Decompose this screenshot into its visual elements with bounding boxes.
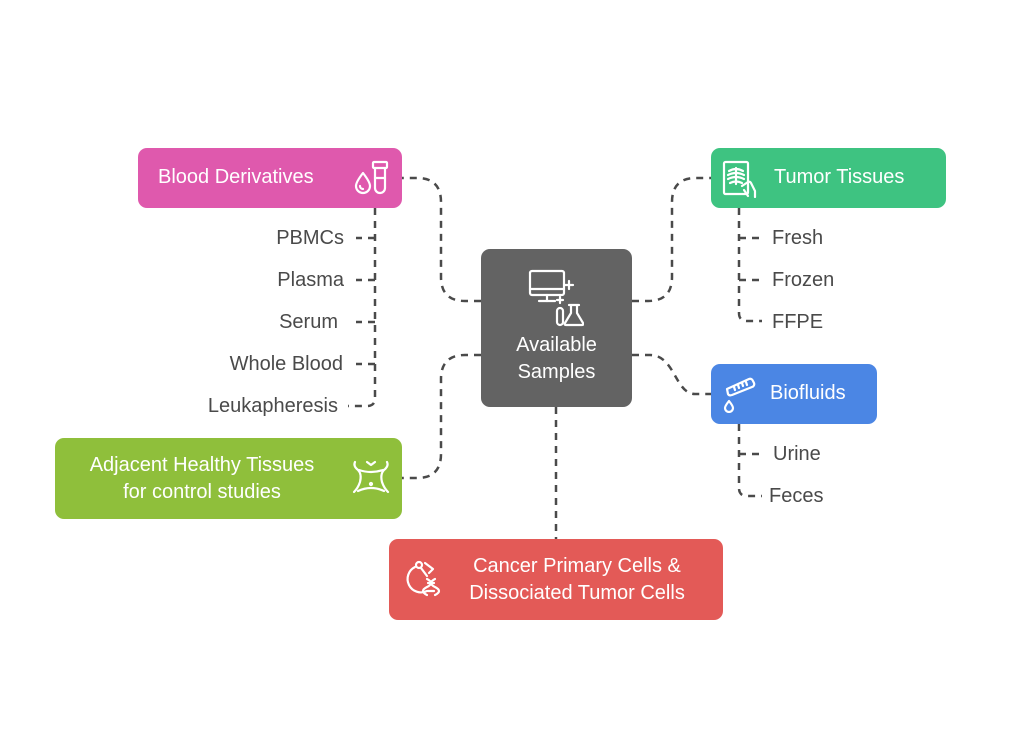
center-label-line1: Available — [516, 334, 597, 356]
adjacent-label-line1: Adjacent Healthy Tissues — [89, 454, 315, 476]
branch-node-cancer-primary-cells: Cancer Primary Cells & Dissociated Tumor… — [389, 539, 723, 620]
leaf-ffpe: FFPE — [772, 311, 824, 333]
leaf-serum: Serum — [279, 311, 338, 333]
cancer-label-line2: Dissociated Tumor Cells — [469, 582, 685, 604]
blood-drop-test-tube-icon — [354, 159, 390, 197]
branch-label-adjacent-healthy-tissues: Adjacent Healthy Tissues for control stu… — [55, 452, 349, 506]
branch-label-biofluids: Biofluids — [770, 382, 846, 404]
leaf-leukapheresis: Leukapheresis — [207, 395, 338, 417]
leaf-urine: Urine — [773, 443, 821, 465]
center-node-label: Available Samples — [481, 332, 632, 386]
connector-bio-spine — [737, 424, 762, 498]
computer-lab-flask-icon — [528, 269, 584, 327]
cancer-label-line1: Cancer Primary Cells & — [473, 555, 681, 577]
cell-dna-icon — [401, 559, 441, 599]
xray-tissue-scan-icon — [722, 160, 758, 198]
leaf-pbmcs: PBMCs — [276, 227, 344, 249]
connector-tumor-spine — [737, 208, 762, 323]
center-node-available-samples: Available Samples — [481, 249, 632, 407]
pipette-drop-icon — [723, 375, 759, 413]
torso-abdomen-icon — [351, 458, 391, 498]
branch-label-tumor-tissues: Tumor Tissues — [774, 166, 905, 188]
connector-center-blood — [402, 176, 481, 303]
connector-center-biofluids — [632, 353, 711, 396]
branch-node-blood-derivatives: Blood Derivatives — [138, 148, 402, 208]
connector-center-tumor — [632, 176, 711, 303]
branch-node-adjacent-healthy-tissues: Adjacent Healthy Tissues for control stu… — [55, 438, 402, 519]
branch-label-blood-derivatives: Blood Derivatives — [158, 166, 314, 188]
leaf-fresh: Fresh — [772, 227, 824, 249]
leaf-whole-blood: Whole Blood — [229, 353, 343, 375]
connector-blood-spine — [348, 208, 377, 408]
center-label-line2: Samples — [517, 361, 596, 383]
branch-label-cancer-primary-cells: Cancer Primary Cells & Dissociated Tumor… — [441, 553, 713, 607]
connector-center-adjacent — [402, 353, 481, 480]
leaf-feces: Feces — [769, 485, 824, 507]
adjacent-label-line2: for control studies — [123, 481, 281, 503]
branch-node-biofluids: Biofluids — [711, 364, 877, 424]
leaf-plasma: Plasma — [277, 269, 344, 291]
leaf-frozen: Frozen — [772, 269, 835, 291]
branch-node-tumor-tissues: Tumor Tissues — [711, 148, 946, 208]
